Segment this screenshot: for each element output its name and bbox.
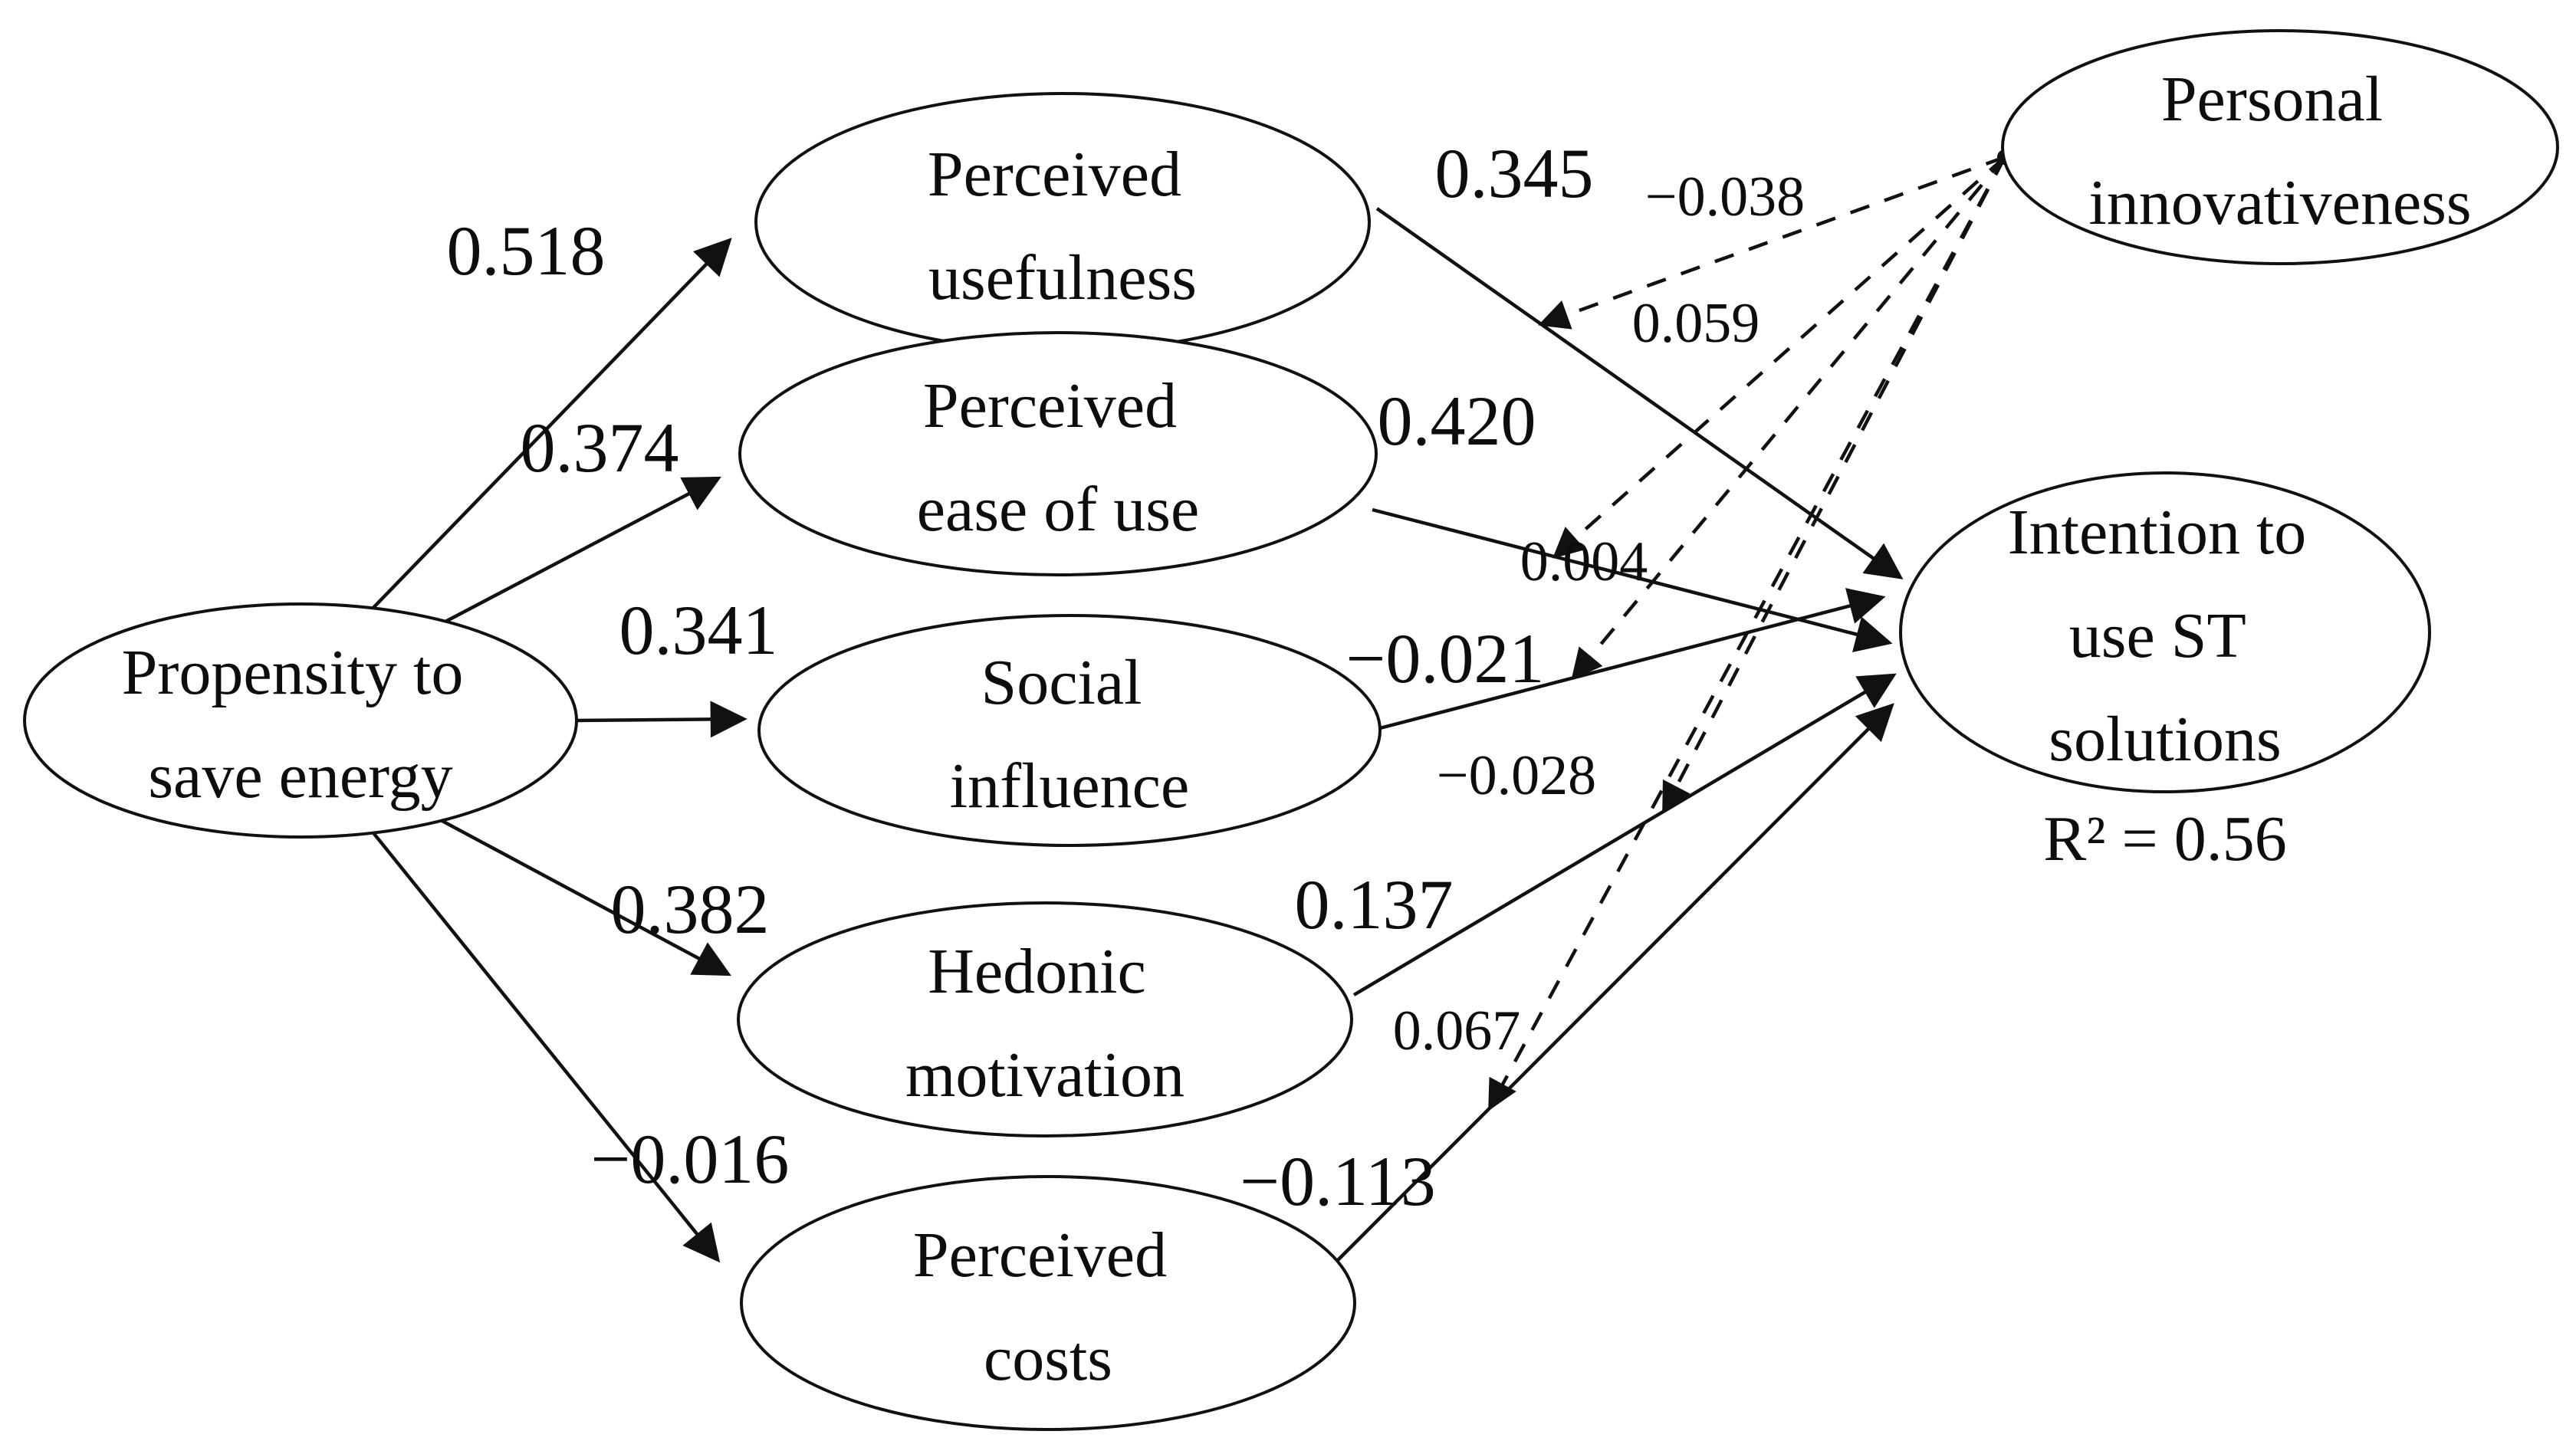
coefficient-si-to-intention: −0.021 bbox=[1346, 619, 1545, 698]
dashed-arrow-pi-moderates-pu-path bbox=[1538, 155, 2006, 330]
label-line: solutions bbox=[2049, 704, 2281, 775]
arrow-propensity-to-perceived-ease-of-use bbox=[428, 476, 721, 632]
label-perceived-ease-of-use: Perceived ease of use bbox=[917, 370, 1199, 545]
arrow-perceived-ease-of-use-to-intention bbox=[1372, 507, 1893, 652]
label-line: Perceived bbox=[913, 1219, 1167, 1291]
label-line: ease of use bbox=[917, 474, 1199, 545]
coefficient-pse-to-pu: 0.518 bbox=[447, 212, 606, 290]
label-line: use ST bbox=[2069, 600, 2246, 671]
label-line: Social bbox=[981, 647, 1142, 718]
label-line: Perceived bbox=[923, 370, 1177, 441]
label-line: Propensity to bbox=[122, 637, 464, 708]
coefficient-pse-to-pc: −0.016 bbox=[591, 1120, 790, 1198]
label-intention-to-use-st-solutions: Intention to use ST solutions bbox=[2008, 497, 2323, 775]
arrow-social-influence-to-intention bbox=[1379, 588, 1886, 730]
coefficient-pu-to-intention: 0.345 bbox=[1435, 134, 1594, 212]
label-line: influence bbox=[950, 750, 1190, 822]
node-personal-innovativeness bbox=[2001, 29, 2559, 265]
label-line: Perceived bbox=[928, 139, 1181, 210]
coefficient-peou-to-intention: 0.420 bbox=[1378, 382, 1536, 460]
label-line: usefulness bbox=[928, 242, 1197, 313]
label-line: Personal bbox=[2161, 64, 2383, 135]
label-perceived-usefulness: Perceived usefulness bbox=[928, 139, 1198, 313]
label-line: Intention to bbox=[2008, 497, 2307, 568]
label-line: costs bbox=[984, 1323, 1112, 1394]
arrow-propensity-to-social-influence bbox=[576, 701, 748, 738]
label-propensity-to-save-energy: Propensity to save energy bbox=[122, 637, 480, 812]
node-hedonic-motivation bbox=[737, 901, 1353, 1137]
node-perceived-ease-of-use bbox=[738, 331, 1378, 576]
label-perceived-costs: Perceived costs bbox=[913, 1219, 1183, 1394]
label-hedonic-motivation: Hedonic motivation bbox=[905, 936, 1184, 1111]
coefficient-hm-to-intention: 0.137 bbox=[1295, 865, 1454, 944]
dashed-arrow-pi-moderates-pc-path bbox=[1488, 156, 2006, 1111]
label-line: save energy bbox=[148, 740, 452, 812]
label-line: innovativeness bbox=[2088, 167, 2471, 238]
dashed-arrow-pi-moderates-si-path bbox=[1571, 156, 2006, 681]
node-perceived-costs bbox=[740, 1175, 1356, 1431]
label-personal-innovativeness: Personal innovativeness bbox=[2088, 64, 2471, 238]
label-intention-r-squared: R² = 0.56 bbox=[2043, 803, 2287, 875]
coefficient-pi-moderation-pu-path: −0.038 bbox=[1645, 166, 1805, 228]
label-social-influence: Social influence bbox=[950, 647, 1190, 822]
coefficient-pi-moderation-si-path: 0.004 bbox=[1520, 530, 1648, 593]
coefficient-pi-moderation-peou-path: 0.059 bbox=[1632, 292, 1760, 355]
coefficient-pi-moderation-pc-path: 0.067 bbox=[1393, 1000, 1521, 1062]
coefficient-pc-to-intention: −0.113 bbox=[1240, 1142, 1435, 1220]
dashed-arrow-pi-moderates-hm-path bbox=[1662, 156, 2006, 814]
coefficient-pse-to-hm: 0.382 bbox=[611, 870, 770, 948]
coefficient-pse-to-peou: 0.374 bbox=[521, 409, 679, 487]
arrow-propensity-to-hedonic-motivation bbox=[428, 812, 731, 977]
arrow-propensity-to-perceived-costs bbox=[366, 825, 721, 1263]
arrow-hedonic-motivation-to-intention bbox=[1352, 673, 1897, 996]
node-propensity-to-save-energy bbox=[23, 602, 578, 839]
dashed-arrow-pi-moderates-peou-path bbox=[1552, 156, 2006, 559]
label-line: motivation bbox=[905, 1039, 1184, 1111]
arrow-propensity-to-perceived-usefulness bbox=[366, 238, 732, 615]
label-line: Hedonic bbox=[928, 936, 1146, 1007]
node-intention-to-use-st-solutions bbox=[1899, 471, 2431, 793]
node-social-influence bbox=[757, 614, 1382, 847]
coefficient-pse-to-si: 0.341 bbox=[619, 591, 778, 669]
arrow-perceived-costs-to-intention bbox=[1336, 703, 1894, 1262]
coefficient-pi-moderation-hm-path: −0.028 bbox=[1437, 744, 1596, 807]
